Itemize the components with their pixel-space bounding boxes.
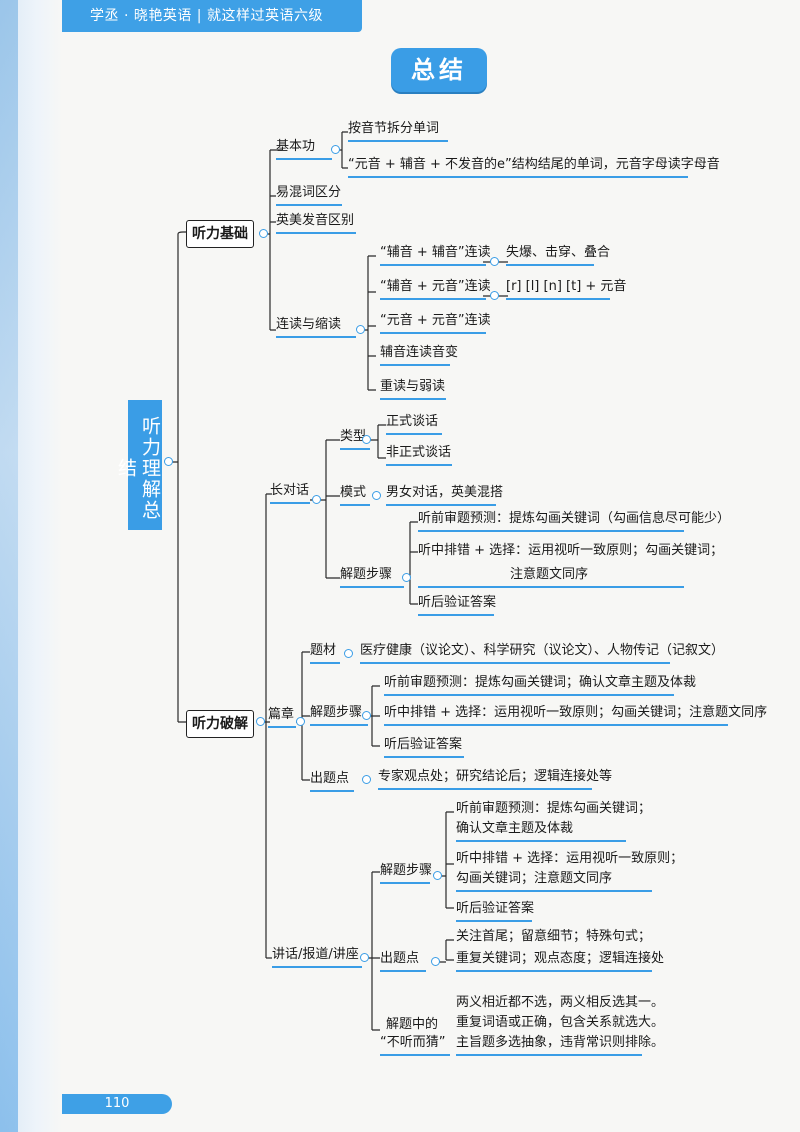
step-item: 听后验证答案	[418, 594, 496, 616]
step-item: 听前审题预测：提炼勾画关键词（勾画信息尽可能少）	[418, 510, 730, 532]
page-title: 总结	[391, 48, 487, 92]
passage-step-item: 听后验证答案	[384, 736, 464, 758]
section-connector	[256, 717, 265, 726]
linking-item: 辅音连读音变	[380, 344, 458, 366]
passage-steps-label: 解题步骤	[310, 704, 368, 726]
step-item-continued: 注意题文同序	[418, 566, 684, 588]
lecture-steps-label: 解题步骤	[380, 862, 432, 884]
passage-steps-connector	[362, 711, 371, 720]
linking-item: “辅音 + 辅音”连读	[380, 244, 491, 266]
type-connector	[362, 435, 371, 444]
type-label: 类型	[340, 428, 370, 450]
lecture-points-connector	[431, 957, 440, 966]
guess-label: 解题中的	[386, 1017, 439, 1032]
passage-step-item: 听中排错 + 选择：运用视听一致原则；勾画关键词；注意题文同序	[384, 704, 767, 726]
linking-detail: [r] [l] [n] [t] + 元音	[506, 278, 626, 300]
passage-connector	[296, 717, 305, 726]
guess-item: 重复词语或正确，包含关系就选大。	[456, 1015, 665, 1030]
type-item: 正式谈话	[386, 413, 442, 435]
linking-item: 重读与弱读	[380, 378, 446, 400]
series-header: 学丞 · 晓艳英语 | 就这样过英语六级	[62, 0, 362, 32]
linking-item: “辅音 + 元音”连读	[380, 278, 491, 300]
section-listening-basics: 听力基础	[186, 220, 254, 248]
passage-step-item: 听前审题预测：提炼勾画关键词；确认文章主题及体裁	[384, 674, 696, 696]
passage-points-connector	[362, 775, 371, 784]
topic-connector	[344, 649, 353, 658]
lecture-label: 讲话/报道/讲座	[272, 946, 362, 968]
guess-item: 主旨题多选抽象，违背常识则排除。	[456, 1034, 664, 1056]
linking-label: 连读与缩读	[276, 316, 356, 338]
section-connector	[259, 229, 268, 238]
section-listening-cracking: 听力破解	[186, 710, 254, 738]
lecture-step-item: 听前审题预测：提炼勾画关键词；	[456, 801, 652, 816]
lecture-steps-connector	[433, 871, 442, 880]
basic-skills-label: 基本功	[276, 138, 332, 160]
lecture-step-item: 听后验证答案	[456, 900, 534, 922]
mode-value: 男女对话，英美混搭	[386, 484, 503, 506]
linking-item: “元音 + 元音”连读	[380, 312, 491, 334]
page-number: 110	[62, 1094, 172, 1114]
confusing-words-label: 易混词区分	[276, 184, 342, 206]
passage-points-label: 出题点	[310, 770, 354, 792]
lecture-step-item-continued: 确认文章主题及体裁	[456, 820, 626, 842]
passage-points-value: 专家观点处；研究结论后；逻辑连接处等	[378, 768, 612, 790]
passage-label: 篇章	[268, 706, 296, 728]
steps-label: 解题步骤	[340, 566, 404, 588]
lecture-connector	[360, 953, 369, 962]
topic-label: 题材	[310, 642, 340, 664]
lecture-point-item: 重复关键词；观点态度；逻辑连接处	[456, 950, 664, 972]
basic-skill-item: “元音 + 辅音 + 不发音的e”结构结尾的单词，元音字母读字母音	[348, 156, 720, 178]
topic-value: 医疗健康（议论文）、科学研究（议论文）、人物传记（记叙文）	[360, 642, 724, 664]
basic-skill-item: 按音节拆分单词	[348, 120, 448, 142]
accent-difference-label: 英美发音区别	[276, 212, 356, 234]
lecture-step-item: 听中排错 + 选择：运用视听一致原则；	[456, 851, 684, 866]
long-dialogue-label: 长对话	[270, 482, 310, 504]
root-connector	[164, 457, 173, 466]
long-dialogue-connector	[312, 495, 321, 504]
type-item: 非正式谈话	[386, 444, 452, 466]
guess-label: “不听而猜”	[380, 1034, 450, 1056]
linking-connector	[490, 291, 499, 300]
linking-detail: 失爆、击穿、叠合	[506, 244, 610, 266]
guess-item: 两义相近都不选，两义相反选其一。	[456, 995, 665, 1010]
linking-connector	[356, 325, 365, 334]
lecture-points-label: 出题点	[380, 950, 426, 972]
linking-connector	[490, 257, 499, 266]
root-node: 听力理解总结	[115, 400, 162, 530]
lecture-step-item-continued: 勾画关键词；注意题文同序	[456, 870, 652, 892]
step-item: 听中排错 + 选择：运用视听一致原则；勾画关键词；	[418, 543, 724, 558]
lecture-point-item: 关注首尾；留意细节；特殊句式；	[456, 929, 652, 944]
side-decoration	[0, 0, 18, 1132]
mode-label: 模式	[340, 484, 370, 506]
steps-connector	[402, 573, 411, 582]
basic-skills-connector	[331, 145, 340, 154]
mode-connector	[372, 491, 381, 500]
